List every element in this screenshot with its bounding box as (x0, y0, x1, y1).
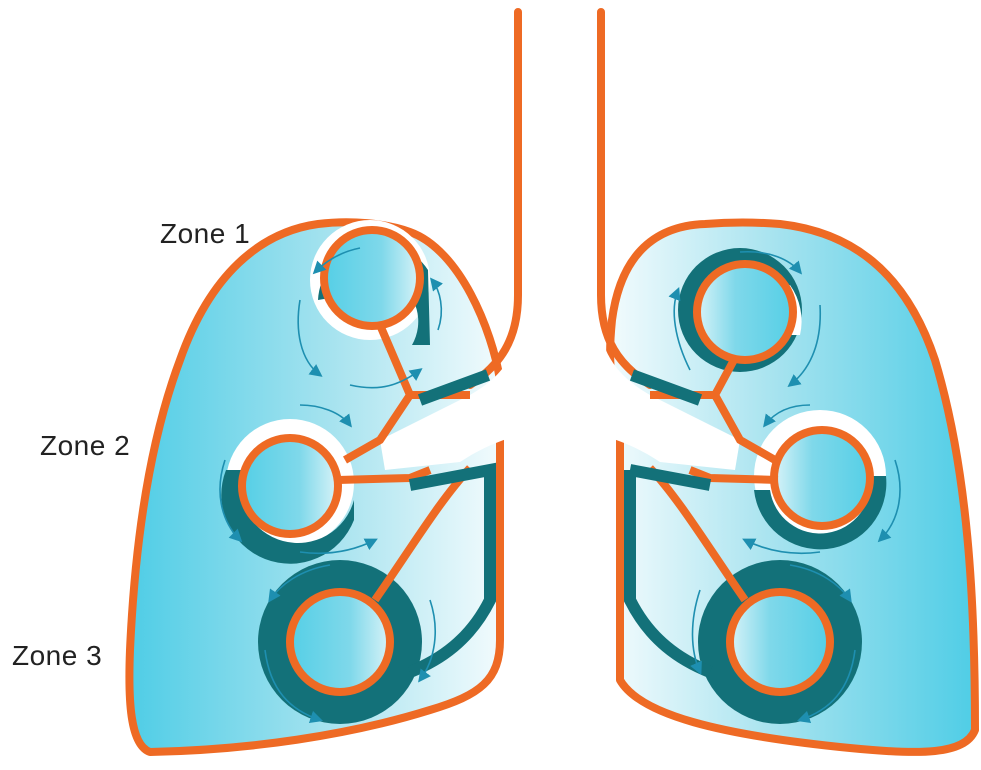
zone-2-label: Zone 2 (40, 430, 130, 462)
zone-3-label: Zone 3 (12, 640, 102, 672)
zone-1-label: Zone 1 (160, 218, 250, 250)
